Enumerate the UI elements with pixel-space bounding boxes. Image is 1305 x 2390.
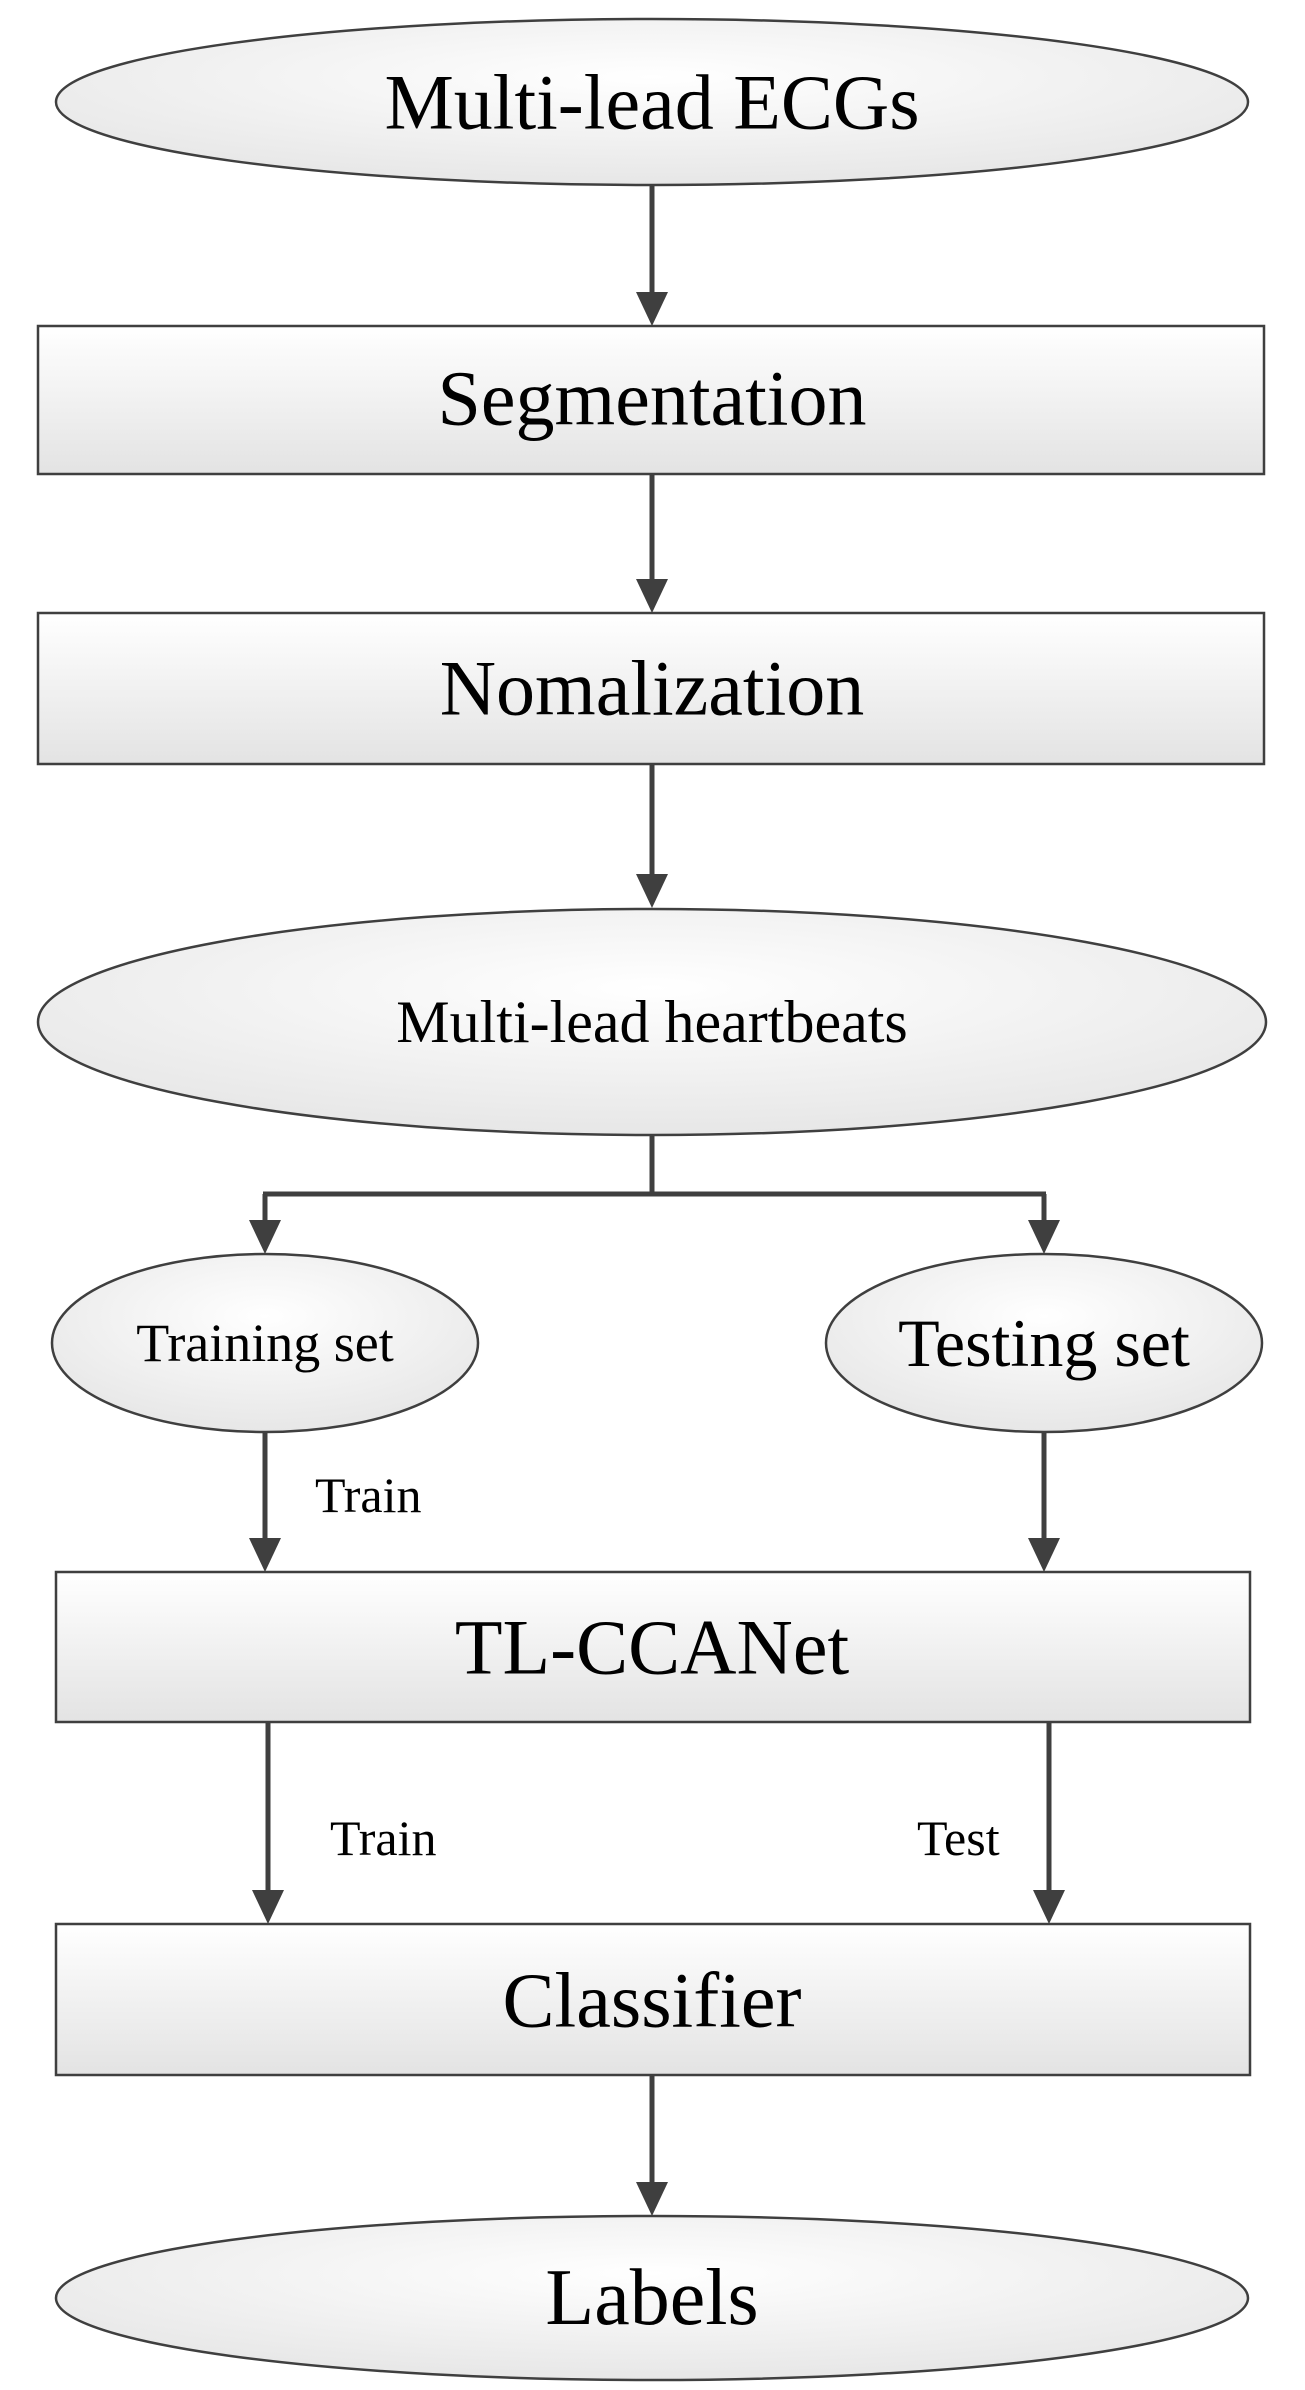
edge-label-train-1: Train	[315, 1467, 422, 1523]
node-training-set: Training set	[50, 1252, 480, 1434]
node-segmentation-label: Segmentation	[438, 355, 867, 442]
edge-training-to-network	[249, 1432, 281, 1572]
edge-heartbeats-split	[249, 1135, 1060, 1254]
edge-normalization-to-heartbeats	[636, 764, 668, 908]
edge-label-train-2: Train	[330, 1810, 437, 1866]
node-network-label: TL-CCANet	[455, 1604, 850, 1691]
edge-classifier-to-output	[636, 2075, 668, 2216]
node-normalization-label: Nomalization	[440, 645, 865, 732]
node-input-label: Multi-lead ECGs	[384, 59, 919, 146]
node-segmentation: Segmentation	[36, 324, 1266, 476]
edge-testing-to-network	[1028, 1432, 1060, 1572]
node-testing-set-label: Testing set	[898, 1305, 1190, 1381]
node-training-set-label: Training set	[136, 1313, 394, 1373]
node-normalization: Nomalization	[36, 611, 1266, 766]
edge-network-to-classifier-train	[252, 1722, 284, 1924]
node-output-label: Labels	[545, 2254, 758, 2342]
edge-label-test: Test	[917, 1810, 1000, 1866]
node-testing-set: Testing set	[824, 1252, 1264, 1434]
node-heartbeats: Multi-lead heartbeats	[36, 907, 1268, 1137]
node-classifier: Classifier	[54, 1922, 1252, 2077]
node-classifier-label: Classifier	[503, 1957, 802, 2044]
node-network: TL-CCANet	[54, 1570, 1252, 1724]
edge-input-to-segmentation	[636, 185, 668, 326]
edge-labels: Train Train Test	[315, 1467, 1000, 1866]
edges	[249, 185, 1065, 2216]
node-heartbeats-label: Multi-lead heartbeats	[396, 989, 907, 1055]
node-output: Labels	[54, 2214, 1250, 2382]
edge-segmentation-to-normalization	[636, 474, 668, 613]
node-input: Multi-lead ECGs	[54, 17, 1250, 187]
edge-network-to-classifier-test	[1033, 1722, 1065, 1924]
